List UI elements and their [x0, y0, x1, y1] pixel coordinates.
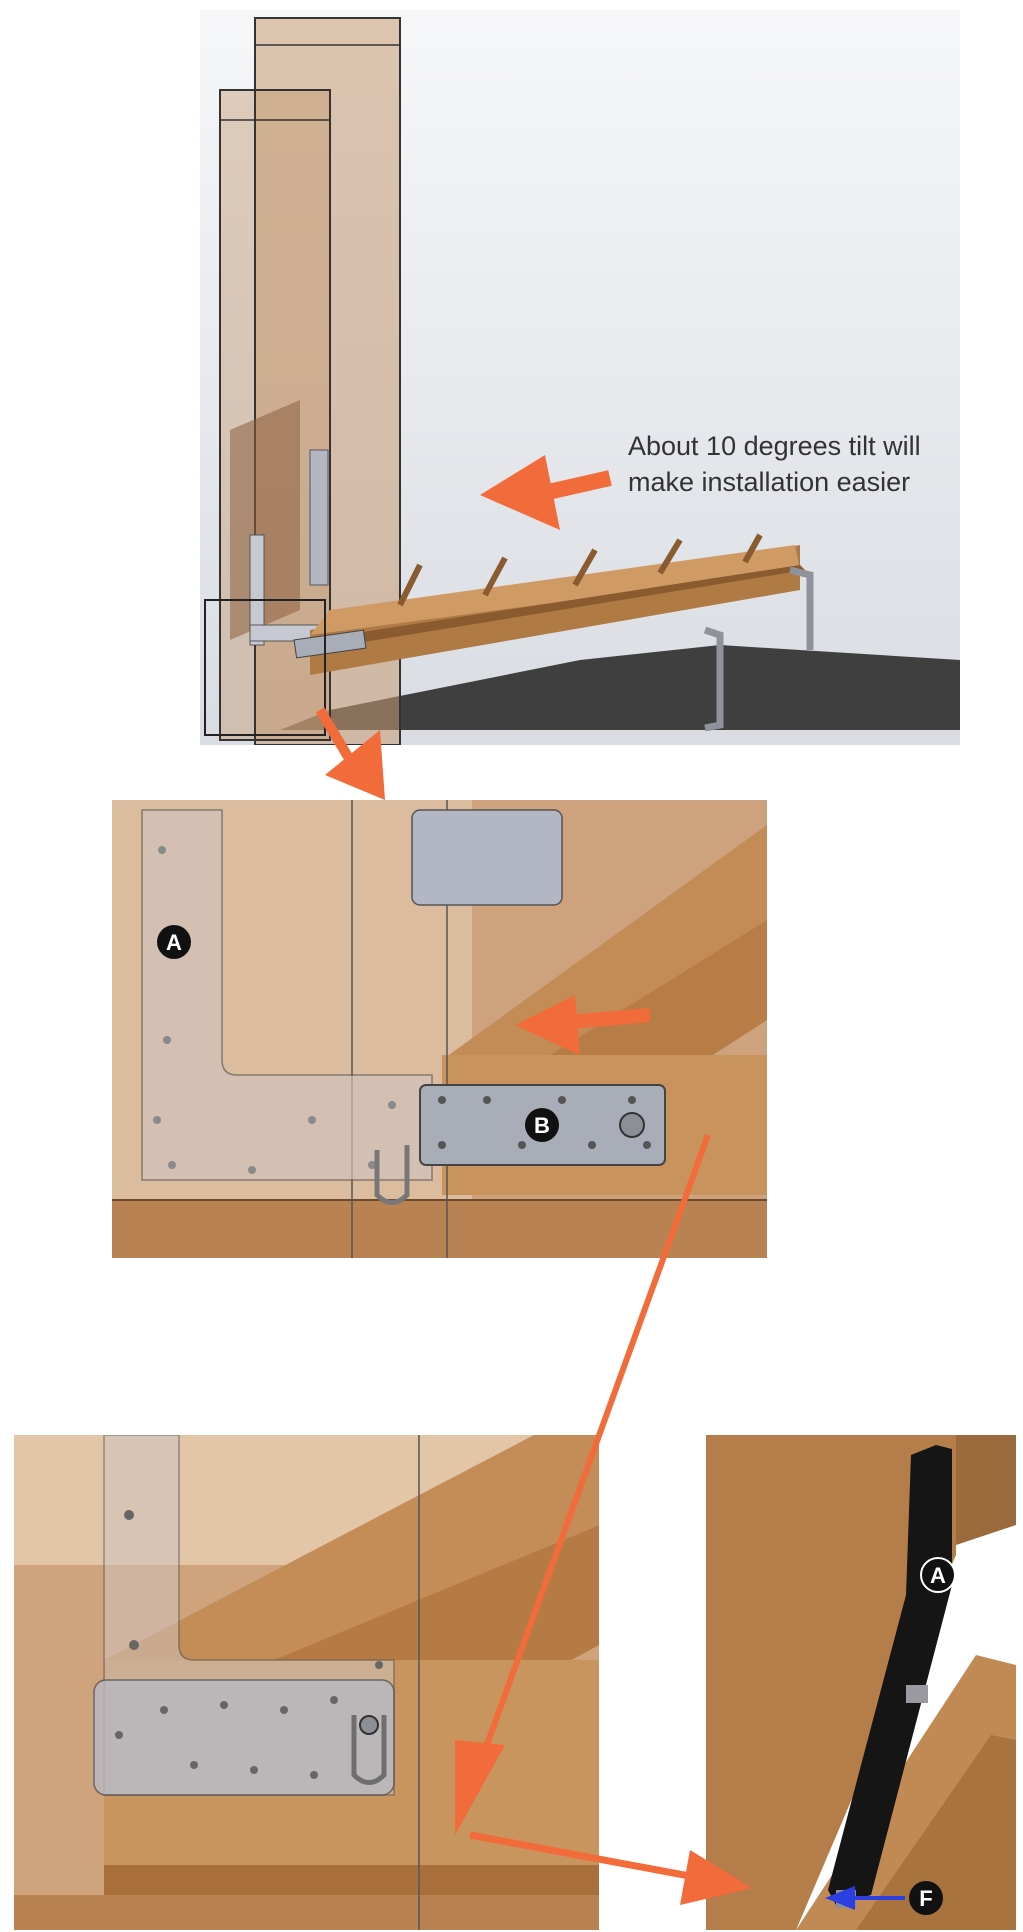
floor-board: [112, 1200, 767, 1258]
engaged-mounting-plate: [93, 1679, 395, 1796]
overview-render-panel: [200, 10, 960, 745]
upper-hinge-plate: [411, 809, 563, 906]
bed-mounting-plate: [293, 629, 367, 659]
engaged-j-hook: [351, 1715, 387, 1785]
badge-b-detail-label: B: [534, 1113, 550, 1138]
cabinet-panel-shade: [230, 400, 300, 640]
engaged-screws: [115, 1510, 383, 1779]
side-bracket-foot-bolt: [836, 1890, 856, 1908]
bed-cabinet-overview-drawing: [200, 10, 960, 745]
side-bracket-bolt: [906, 1685, 928, 1703]
bed-leg-left: [703, 626, 724, 732]
tilt-caption: About 10 degrees tilt will make installa…: [628, 428, 968, 500]
hinge-detail-panel: A B: [112, 800, 767, 1258]
cabinet-inner-outline: [219, 89, 331, 741]
plate-b-pin: [619, 1112, 645, 1138]
engaged-pin: [359, 1715, 379, 1735]
side-bracket-a: [828, 1445, 952, 1905]
engaged-rail-upper: [104, 1435, 599, 1660]
bed-slats: [397, 533, 763, 607]
tilt-caption-line-1: About 10 degrees tilt will: [628, 431, 921, 461]
badge-b-detail: [525, 1108, 559, 1142]
detail-zoom-frame: [204, 599, 326, 736]
badge-a-side-label: A: [930, 1563, 946, 1588]
cabinet-side-board: [706, 1435, 956, 1930]
badge-a-detail: [157, 925, 191, 959]
badge-a-detail-label: A: [166, 930, 182, 955]
floor-shadow: [280, 645, 960, 730]
engaged-detail-drawing: [14, 1435, 599, 1930]
cabinet-outline: [254, 17, 401, 745]
tilt-caption-line-2: make installation easier: [628, 467, 911, 497]
badge-f-side: [909, 1881, 943, 1915]
bed-frame-top: [310, 545, 800, 635]
badge-f-side-label: F: [919, 1886, 932, 1911]
side-bracket-drawing: A F: [706, 1435, 1016, 1930]
hinge-bracket-front: [249, 534, 265, 646]
j-hook: [374, 1145, 410, 1205]
engaged-detail-panel: [14, 1435, 599, 1930]
bed-leg-right: [789, 566, 814, 650]
side-bracket-panel: A F: [706, 1435, 1016, 1930]
hinge-bracket-rear: [309, 449, 329, 586]
hinge-detail-drawing: A B: [112, 800, 767, 1258]
badge-a-side: [920, 1557, 956, 1593]
